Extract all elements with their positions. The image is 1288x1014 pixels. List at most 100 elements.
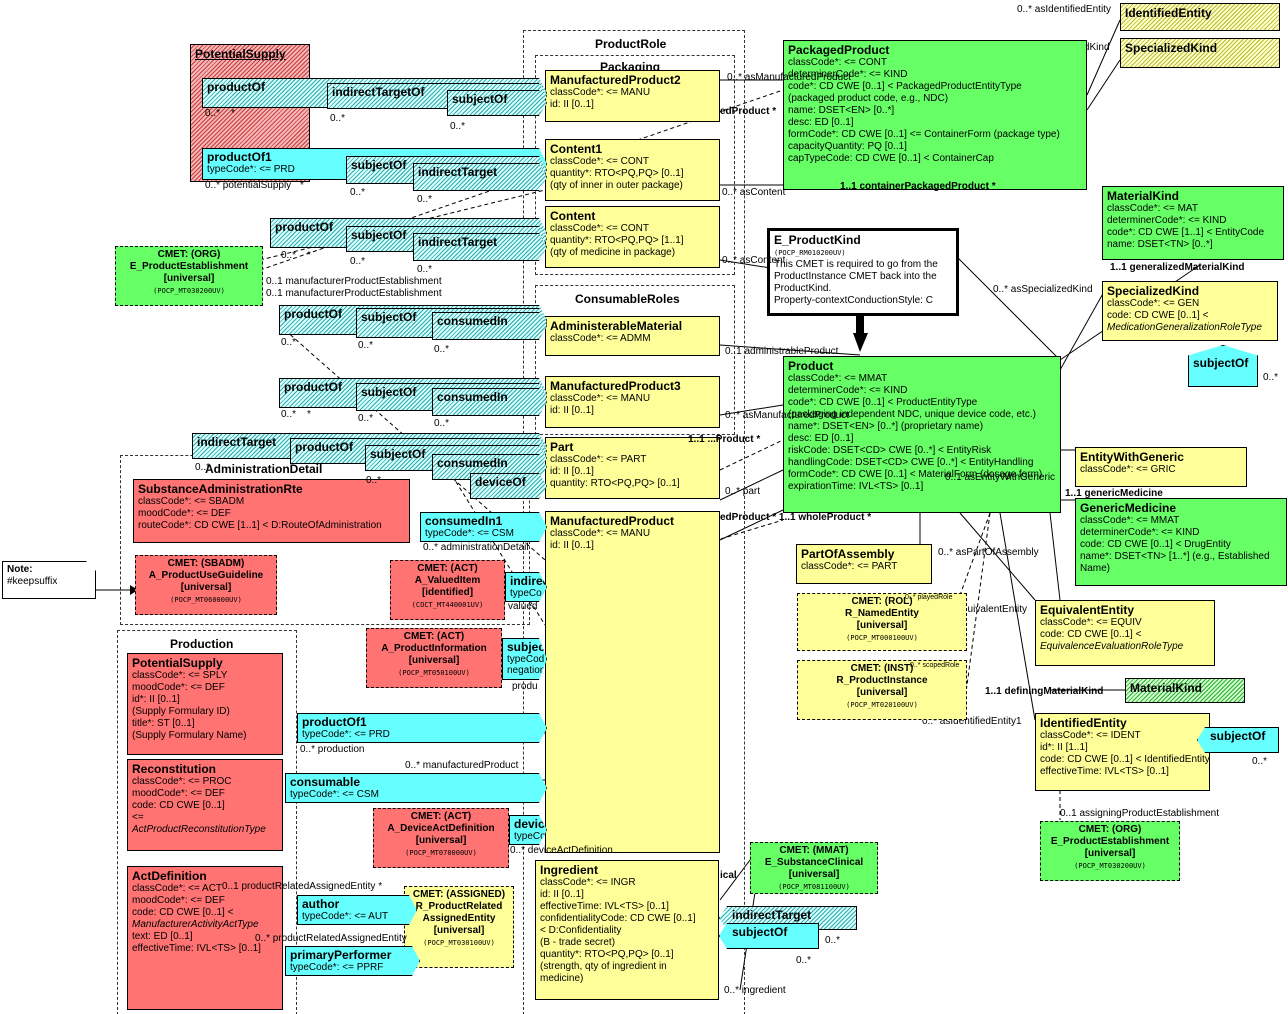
r-product-related-box[interactable]: CMET: (ASSIGNED) R_ProductRelated Assign… <box>404 886 514 968</box>
part-of-assembly-box[interactable]: PartOfAssembly classCode*: <= PART <box>796 544 932 584</box>
act-definition-line: classCode*: <= ACT <box>132 883 223 894</box>
as-manufactured-product2-label: 0..* asManufacturedProduct <box>725 410 849 421</box>
device-of-arrow[interactable]: deviceOf <box>470 473 547 499</box>
identified-entity-box[interactable]: IdentifiedEntity classCode*: <= IDENT id… <box>1035 713 1210 791</box>
part-line: id: II [0..1] <box>550 466 594 477</box>
manufactured-product-box[interactable]: ManufacturedProduct classCode*: <= MANU … <box>545 511 720 853</box>
consumed-in-d-arrow[interactable]: consumedIn <box>432 312 547 340</box>
packaged-product-box[interactable]: PackagedProduct classCode*: <= CONT dete… <box>783 40 1087 190</box>
arrow-sublabel: typeCode*: <= CSM <box>290 789 379 800</box>
a-product-use-guideline-line: [universal] <box>180 582 232 593</box>
act-definition-box[interactable]: ActDefinition classCode*: <= ACT moodCod… <box>127 866 283 1010</box>
valued-label: valued <box>508 601 538 612</box>
e-substance-clinical-box[interactable]: CMET: (MMAT) E_SubstanceClinical [univer… <box>750 842 878 894</box>
packaged-product-line: determinerCode*: <= KIND <box>788 69 908 80</box>
ingredient-line: classCode*: <= INGR <box>540 877 636 888</box>
mult-label: 0..* <box>825 935 841 946</box>
a-valued-item-line: CMET: (ACT) <box>417 563 478 574</box>
subject-of-ident-arrow[interactable]: subjectOf <box>1197 727 1279 753</box>
entity-with-generic-box[interactable]: EntityWithGeneric classCode*: <= GRIC <box>1075 447 1247 487</box>
r-product-instance-line: [universal] <box>856 687 908 698</box>
mult-label: 0..* <box>350 187 366 198</box>
potential-supply-box[interactable]: PotentialSupply classCode*: <= SPLY mood… <box>127 653 283 755</box>
a-product-use-guideline-box[interactable]: CMET: (SBADM) A_ProductUseGuideline [uni… <box>135 555 277 615</box>
administerable-material-box[interactable]: AdministerableMaterial classCode*: <= AD… <box>545 316 720 356</box>
as-part-of-assembly-label: 0..* asPartOfAssembly <box>938 547 1039 558</box>
generic-medicine-box[interactable]: GenericMedicine classCode*: <= MMAT dete… <box>1075 498 1287 586</box>
product-line: classCode*: <= MMAT <box>788 373 888 384</box>
subject-of-ing-arrow[interactable]: subjectOf <box>719 923 819 949</box>
manufactured-product3-box[interactable]: ManufacturedProduct3 classCode*: <= MANU… <box>545 376 720 428</box>
arrow-label: devic <box>514 817 545 831</box>
arrow-label: subjectOf <box>732 925 788 939</box>
r-product-instance-box[interactable]: CMET: (INST) R_ProductInstance [universa… <box>797 660 967 720</box>
arrow-label: productOf <box>284 380 342 394</box>
content1-box[interactable]: Content1 classCode*: <= CONT quantity*: … <box>545 139 720 201</box>
potential-supply-role-label: 0..* potentialSupply <box>205 180 292 191</box>
r-product-instance-line: CMET: (INST) <box>850 663 914 674</box>
entity-with-generic-line: classCode*: <= GRIC <box>1080 464 1176 475</box>
identified-entity-top-box[interactable]: IdentifiedEntity <box>1120 3 1280 31</box>
produ-label: produ <box>512 681 538 692</box>
specialized-kind-top-title: SpecializedKind <box>1125 41 1218 55</box>
product-role-title: ProductRole <box>595 37 667 51</box>
production-title: Production <box>170 637 234 651</box>
subject-of-a-arrow[interactable]: subjectOf <box>447 90 547 116</box>
equivalent-entity-line: EquivalenceEvaluationRoleType <box>1040 641 1184 652</box>
identified-entity-line: effectiveTime: IVL<TS> [0..1] <box>1040 766 1169 777</box>
consumed-in-e-arrow[interactable]: consumedIn <box>432 388 547 416</box>
arrow-label: subjectOf <box>351 228 407 242</box>
indirect-target-c-arrow[interactable]: indirectTarget <box>413 233 547 261</box>
ical-label: ical <box>720 870 737 881</box>
consumed-in-f-arrow[interactable]: consumedIn <box>432 454 547 480</box>
material-kind-box[interactable]: MaterialKind classCode*: <= MAT determin… <box>1102 186 1284 260</box>
mult-label: 0..* <box>434 344 450 355</box>
act-definition-line: text: ED [0..1] <box>132 931 193 942</box>
potential-supply-line: moodCode*: <= DEF <box>132 682 225 693</box>
part-box[interactable]: Part classCode*: <= PART id: II [0..1] q… <box>545 437 720 499</box>
a-valued-item-box[interactable]: CMET: (ACT) A_ValuedItem [identified] (C… <box>390 560 505 620</box>
equivalent-entity-box[interactable]: EquivalentEntity classCode*: <= EQUIV co… <box>1035 600 1215 666</box>
part-of-assembly-line: classCode*: <= PART <box>801 561 898 572</box>
indirect-target-b-arrow[interactable]: indirectTarget <box>413 163 547 191</box>
part-line: quantity: RTO<PQ,PQ> [0..1] <box>550 478 680 489</box>
ingredient-box[interactable]: Ingredient classCode*: <= INGR id: II [0… <box>535 860 719 1000</box>
cmet-org-right-box[interactable]: CMET: (ORG) E_ProductEstablishment [univ… <box>1040 821 1180 881</box>
manufactured-product2-box[interactable]: ManufacturedProduct2 classCode*: <= MANU… <box>545 70 720 122</box>
content-box[interactable]: Content classCode*: <= CONT quantity*: R… <box>545 206 720 268</box>
r-product-related-line: R_ProductRelated <box>415 901 503 912</box>
reconstitution-box[interactable]: Reconstitution classCode*: <= PROC moodC… <box>127 759 283 851</box>
arrow-sublabel: typeCod <box>507 654 545 665</box>
content-line: quantity*: RTO<PQ,PQ> [1..1] <box>550 235 684 246</box>
potential-supply-line: (Supply Formulary Name) <box>132 730 247 741</box>
mult-label: 0..* <box>417 194 433 205</box>
a-device-act-definition-box[interactable]: CMET: (ACT) A_DeviceActDefinition [unive… <box>373 808 509 868</box>
arrow-label: productOf <box>207 80 265 94</box>
material-kind-small-box[interactable]: MaterialKind <box>1125 678 1245 703</box>
a-product-information-box[interactable]: CMET: (ACT) A_ProductInformation [univer… <box>366 628 502 688</box>
e-product-kind-box[interactable]: E_ProductKind (POCP_RM010200UV) This CME… <box>767 228 959 316</box>
product-line: desc: ED [0..1] <box>788 433 854 444</box>
product-box[interactable]: Product classCode*: <= MMAT determinerCo… <box>783 356 1061 513</box>
substance-administration-rte-box[interactable]: SubstanceAdministrationRte classCode*: <… <box>133 479 410 543</box>
specialized-kind-box[interactable]: SpecializedKind classCode*: <= GEN code:… <box>1102 281 1278 341</box>
packaged-product-line: classCode*: <= CONT <box>788 57 887 68</box>
note-box: Note: #keepsuffix <box>2 561 96 599</box>
a-product-use-guideline-line: A_ProductUseGuideline <box>148 570 264 581</box>
specialized-kind-top-box[interactable]: SpecializedKind <box>1120 38 1280 68</box>
substance-administration-rte-line: moodCode*: <= DEF <box>138 508 231 519</box>
content1-line: quantity*: RTO<PQ,PQ> [0..1] <box>550 168 684 179</box>
r-named-entity-box[interactable]: CMET: (ROL) R_NamedEntity [universal] (P… <box>797 593 967 651</box>
product-line: (packaging independent NDC, unique devic… <box>788 409 1036 420</box>
a-valued-item-line: [identified] <box>421 587 474 598</box>
cmet-org-left-box[interactable]: CMET: (ORG) E_ProductEstablishment [univ… <box>115 246 263 306</box>
reconstitution-line: <= <box>132 812 144 823</box>
